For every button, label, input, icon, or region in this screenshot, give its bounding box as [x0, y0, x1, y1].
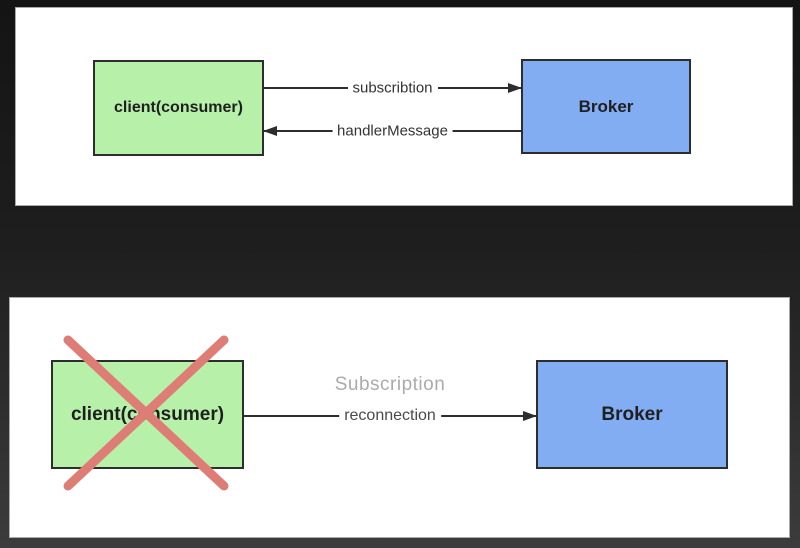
handler-message-arrow-label: handlerMessage: [332, 122, 453, 140]
arrowhead-right-icon: [508, 83, 522, 93]
broker-node: Broker: [521, 59, 691, 154]
client-consumer-label: client(consumer): [114, 99, 243, 116]
broker-label: Broker: [601, 403, 663, 425]
reconnection-arrow: reconnection Subscription: [244, 374, 537, 425]
client-consumer-node: client(consumer): [93, 60, 264, 156]
cross-out-x-icon: [63, 335, 229, 491]
subscription-arrow: subscribtion: [264, 79, 522, 97]
faded-subscription-label: Subscription: [334, 374, 446, 395]
handler-message-arrow: handlerMessage: [263, 122, 521, 140]
panel-normal-subscription: client(consumer) Broker subscribtion han…: [15, 7, 793, 206]
subscription-arrow-label: subscribtion: [347, 79, 438, 97]
reconnection-arrow-label: reconnection: [339, 407, 441, 425]
panel-reconnection: client(consumer) Broker reconnection Sub…: [9, 297, 790, 538]
arrowhead-right-icon: [523, 411, 537, 421]
arrowhead-left-icon: [263, 126, 277, 136]
broker-label: Broker: [578, 96, 634, 116]
broker-node: Broker: [536, 360, 728, 469]
